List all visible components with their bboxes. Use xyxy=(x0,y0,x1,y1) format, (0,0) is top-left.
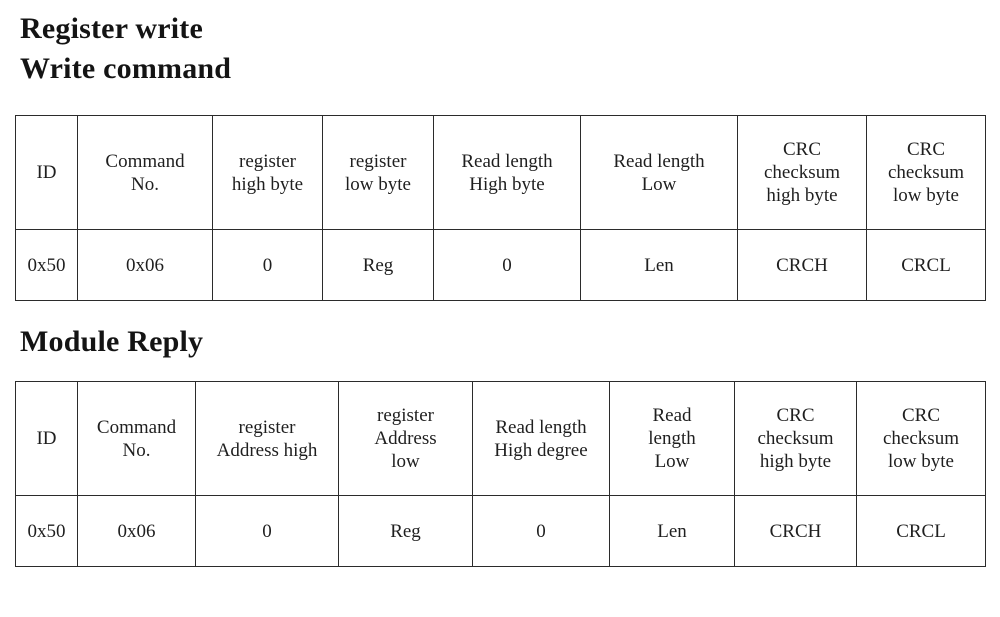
column-header-crc-high: CRC checksum high byte xyxy=(737,115,867,230)
cell-crc-low: CRCL xyxy=(866,229,986,301)
cell-id: 0x50 xyxy=(15,495,78,567)
column-header-crc-low: CRC checksum low byte xyxy=(866,115,986,230)
column-header-crc-high: CRC checksum high byte xyxy=(734,381,857,496)
column-header-len-low: Read length Low xyxy=(580,115,738,230)
column-header-reg-low: register Address low xyxy=(338,381,473,496)
column-header-len-high: Read length High byte xyxy=(433,115,581,230)
cell-len-high: 0 xyxy=(472,495,610,567)
table-header-row: ID Command No. register Address high reg… xyxy=(15,381,986,496)
cell-crc-low: CRCL xyxy=(856,495,986,567)
column-header-command: Command No. xyxy=(77,115,213,230)
section-title-module-reply: Module Reply xyxy=(20,325,204,358)
table-row: 0x50 0x06 0 Reg 0 Len CRCH CRCL xyxy=(15,495,986,567)
cell-reg-low: Reg xyxy=(338,495,473,567)
column-header-len-high: Read length High degree xyxy=(472,381,610,496)
table-header-row: ID Command No. register high byte regist… xyxy=(15,115,986,230)
column-header-reg-high: register high byte xyxy=(212,115,323,230)
cell-command: 0x06 xyxy=(77,495,196,567)
table-row: 0x50 0x06 0 Reg 0 Len CRCH CRCL xyxy=(15,229,986,301)
column-header-reg-high: register Address high xyxy=(195,381,339,496)
page-title-register-write: Register write xyxy=(20,12,203,45)
column-header-len-low: Read length Low xyxy=(609,381,735,496)
cell-reg-high: 0 xyxy=(212,229,323,301)
column-header-command: Command No. xyxy=(77,381,196,496)
column-header-id: ID xyxy=(15,115,78,230)
cell-crc-high: CRCH xyxy=(737,229,867,301)
table-write-command: ID Command No. register high byte regist… xyxy=(15,115,986,301)
column-header-reg-low: register low byte xyxy=(322,115,434,230)
cell-id: 0x50 xyxy=(15,229,78,301)
cell-len-high: 0 xyxy=(433,229,581,301)
cell-len-low: Len xyxy=(580,229,738,301)
section-title-write-command: Write command xyxy=(20,52,232,85)
cell-command: 0x06 xyxy=(77,229,213,301)
table-module-reply: ID Command No. register Address high reg… xyxy=(15,381,986,567)
cell-len-low: Len xyxy=(609,495,735,567)
cell-reg-high: 0 xyxy=(195,495,339,567)
column-header-crc-low: CRC checksum low byte xyxy=(856,381,986,496)
cell-reg-low: Reg xyxy=(322,229,434,301)
column-header-id: ID xyxy=(15,381,78,496)
cell-crc-high: CRCH xyxy=(734,495,857,567)
